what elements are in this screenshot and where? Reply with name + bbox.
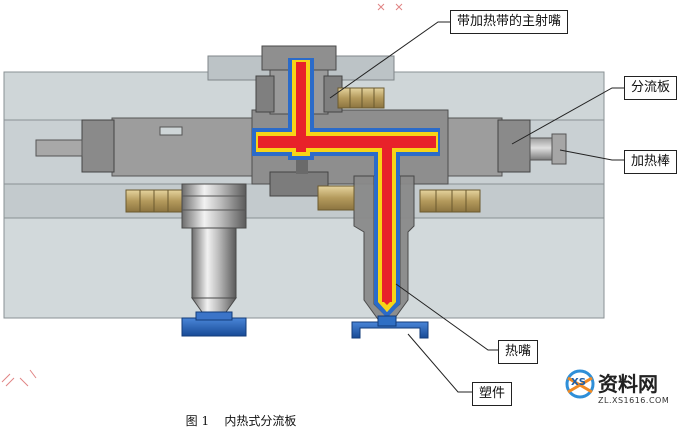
label-plastic-part: 塑件	[472, 382, 513, 406]
heater-fitting-right	[419, 189, 481, 213]
hot-runner-diagram	[1, 3, 624, 399]
label-main-nozzle: 带加热带的主射嘴	[450, 10, 569, 34]
label-hot-nozzle: 热嘴	[498, 340, 539, 364]
figure-title: 内热式分流板	[224, 414, 297, 428]
corner-marks	[1, 3, 403, 387]
heater-fittings	[125, 133, 567, 213]
watermark-letters: XS	[571, 377, 586, 388]
left-nozzle	[181, 183, 247, 337]
molded-part	[351, 315, 429, 339]
watermark-logo-icon	[565, 369, 595, 399]
heater-fitting-mid	[317, 185, 355, 211]
cavity-plate	[3, 217, 605, 319]
main-nozzle-heater-band	[337, 87, 385, 109]
leader-lines	[329, 21, 624, 393]
label-manifold: 分流板	[624, 76, 678, 100]
watermark-brand: 资料网	[598, 372, 658, 396]
figure-caption: 图 1 内热式分流板	[178, 398, 297, 429]
hot-runner-svg	[1, 3, 624, 399]
watermark-url: ZL.XS1616.COM	[598, 396, 670, 405]
figure-number: 图 1	[185, 414, 210, 428]
hot-nozzle	[353, 152, 415, 323]
label-heater-rod: 加热棒	[624, 150, 678, 174]
